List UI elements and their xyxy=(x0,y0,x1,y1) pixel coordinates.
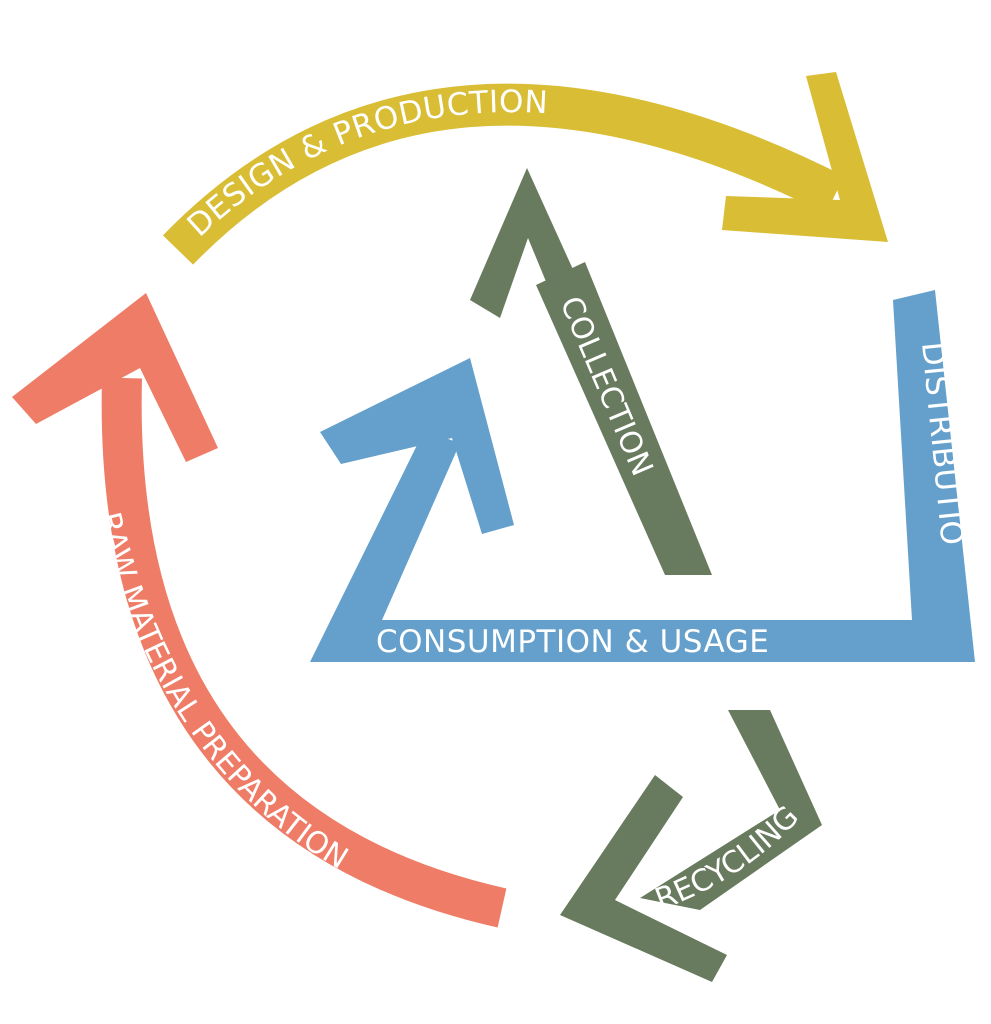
raw-material-arc xyxy=(101,377,507,928)
recycling-arrowhead xyxy=(560,775,727,982)
collection-arrowhead xyxy=(470,168,595,330)
consumption-arrowhead xyxy=(320,358,514,534)
raw-material-arrowhead xyxy=(12,293,218,462)
recycling-band xyxy=(640,710,822,910)
design-production-arc xyxy=(162,83,845,265)
raw-material-label: RAW MATERIAL PREPARATION xyxy=(91,509,354,877)
design-production-arrowhead xyxy=(722,72,888,242)
collection-shaft xyxy=(536,262,712,575)
distribution-consumption-band xyxy=(310,290,975,662)
consumption-usage-label: CONSUMPTION & USAGE xyxy=(376,624,769,660)
recycling-label: RECYCLING xyxy=(650,799,806,917)
recycling-arrow: RECYCLING xyxy=(560,710,822,982)
